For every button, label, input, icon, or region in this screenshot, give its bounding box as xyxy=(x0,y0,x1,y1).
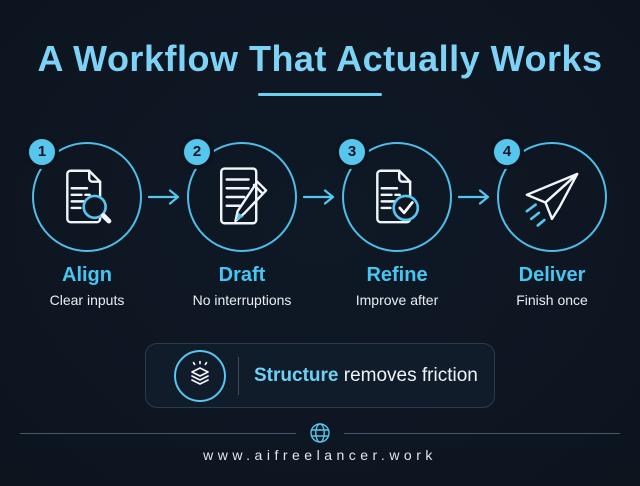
step-number-badge: 4 xyxy=(490,135,524,169)
step-number-badge: 1 xyxy=(25,135,59,169)
document-pencil-icon xyxy=(220,167,268,225)
step-circle: 4 xyxy=(490,135,607,252)
arrow-right-icon xyxy=(148,189,180,205)
step-label: Deliver xyxy=(518,264,586,286)
step-circle: 3 xyxy=(335,135,452,252)
paper-plane-icon xyxy=(525,172,579,227)
document-check-icon xyxy=(376,169,420,224)
step-number-badge: 2 xyxy=(180,135,214,169)
step-deliver: 4 Deliver Finish once xyxy=(477,135,627,308)
title-underline xyxy=(258,93,382,96)
arrow-right-icon xyxy=(303,189,335,205)
step-circle: 2 xyxy=(180,135,297,252)
globe-icon xyxy=(308,421,332,445)
step-number-badge: 3 xyxy=(335,135,369,169)
step-align: 1 Align Clear inputs xyxy=(12,135,162,308)
layers-icon-circle xyxy=(174,349,226,402)
step-description: No interruptions xyxy=(192,292,292,308)
step-draft: 2 Draft No interruptions xyxy=(167,135,317,308)
step-circle: 1 xyxy=(25,135,142,252)
step-description: Improve after xyxy=(355,292,439,308)
layers-icon xyxy=(191,360,209,385)
footer-divider-left xyxy=(20,433,296,434)
document-search-icon xyxy=(66,169,112,224)
banner-highlight: Structure xyxy=(254,364,339,386)
step-description: Finish once xyxy=(516,292,588,308)
step-label: Refine xyxy=(366,264,428,286)
step-description: Clear inputs xyxy=(49,292,125,308)
banner-text: Structure removes friction xyxy=(254,365,478,387)
website-url: www.aifreelancer.work xyxy=(203,447,437,463)
footer-divider-right xyxy=(344,433,620,434)
banner-rest: removes friction xyxy=(338,364,478,386)
banner-divider xyxy=(238,356,239,395)
step-label: Draft xyxy=(218,264,266,286)
step-label: Align xyxy=(62,264,112,286)
page-title: A Workflow That Actually Works xyxy=(37,38,603,79)
step-refine: 3 Refine Improve after xyxy=(322,135,472,308)
arrow-right-icon xyxy=(458,189,490,205)
key-message-banner: Structure removes friction xyxy=(145,343,495,408)
